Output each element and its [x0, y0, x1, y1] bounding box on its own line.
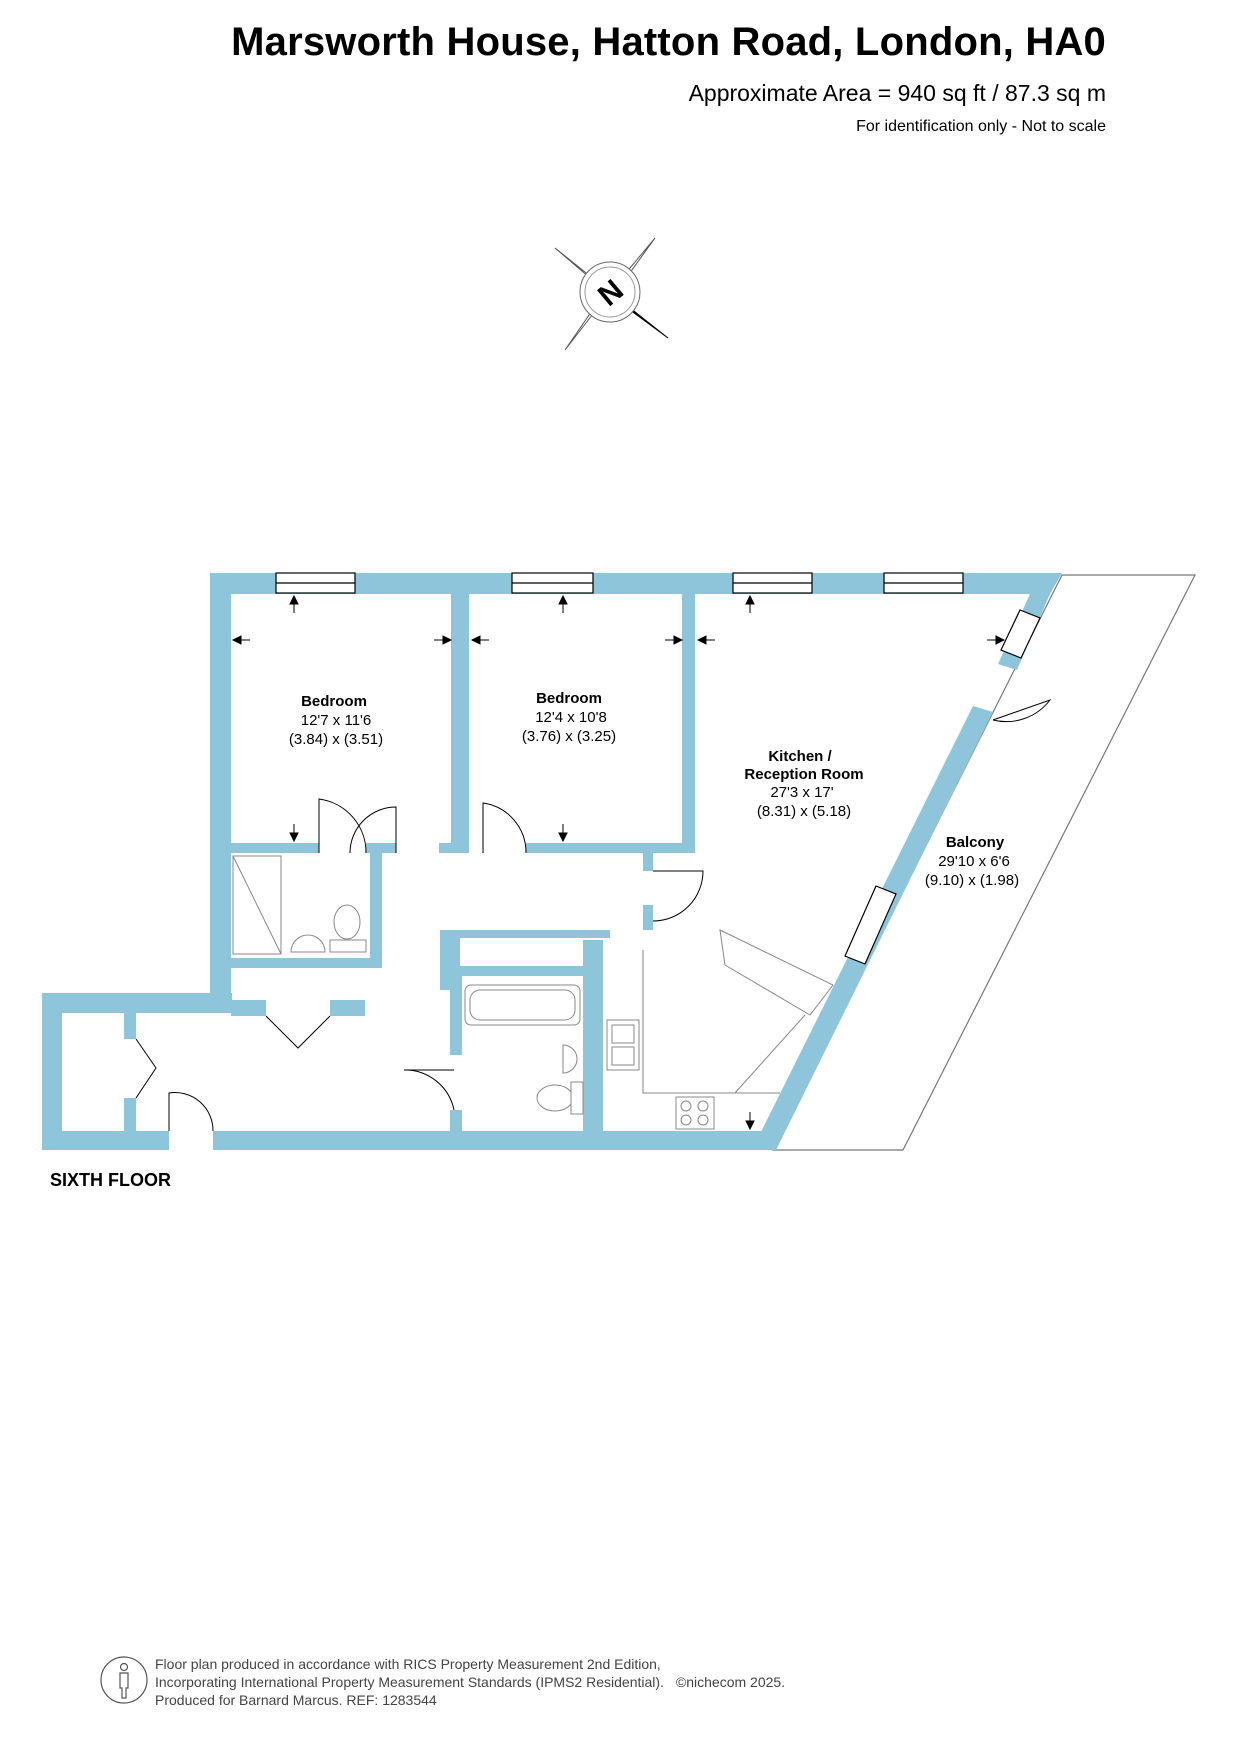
- kitchen-metric: (8.31) x (5.18): [757, 803, 851, 820]
- balcony-imperial: 29'10 x 6'6: [938, 853, 1010, 870]
- toilet: [333, 904, 361, 940]
- doors: [135, 698, 1052, 1132]
- room-label-balcony: Balcony 29'10 x 6'6 (9.10) x (1.98): [925, 834, 1019, 889]
- person-scale-icon: [100, 1656, 148, 1704]
- island-counter: [719, 929, 834, 1016]
- kitchen-counter: [642, 950, 780, 1094]
- walls: [42, 573, 1062, 1150]
- balcony-metric: (9.10) x (1.98): [925, 872, 1019, 889]
- bath-toilet: [536, 1084, 574, 1112]
- footer-line-2: Incorporating International Property Mea…: [155, 1674, 664, 1690]
- footer-line-2-row: Incorporating International Property Mea…: [155, 1673, 785, 1691]
- approximate-area: Approximate Area = 940 sq ft / 87.3 sq m: [688, 80, 1106, 106]
- balcony-name: Balcony: [946, 834, 1005, 851]
- bathroom-fixtures: [232, 855, 584, 1115]
- bedroom-1-name: Bedroom: [301, 693, 367, 710]
- bath-basin: [562, 1044, 578, 1074]
- room-label-bedroom-2: Bedroom 12'4 x 10'8 (3.76) x (3.25): [522, 690, 616, 745]
- identification-note: For identification only - Not to scale: [856, 118, 1106, 135]
- bedroom-2-metric: (3.76) x (3.25): [522, 728, 616, 745]
- floor-label: SIXTH FLOOR: [50, 1170, 171, 1190]
- room-label-bedroom-1: Bedroom 12'7 x 11'6 (3.84) x (3.51): [289, 693, 383, 748]
- compass-rose-icon: N: [554, 237, 669, 351]
- basin: [290, 934, 326, 953]
- kitchen-name-line1: Kitchen /: [768, 748, 832, 765]
- property-title: Marsworth House, Hatton Road, London, HA…: [231, 20, 1106, 64]
- measurement-arrows: [231, 594, 1006, 1131]
- bedroom-1-metric: (3.84) x (3.51): [289, 731, 383, 748]
- bedroom-2-imperial: 12'4 x 10'8: [535, 709, 607, 726]
- bedroom-2-name: Bedroom: [536, 690, 602, 707]
- footer-line-3: Produced for Barnard Marcus. REF: 128354…: [155, 1692, 437, 1708]
- footer-copyright: ©nichecom 2025.: [675, 1674, 786, 1690]
- footer-credits: Floor plan produced in accordance with R…: [155, 1655, 785, 1709]
- kitchen-name-line2: Reception Room: [744, 766, 863, 783]
- kitchen-imperial: 27'3 x 17': [770, 784, 833, 801]
- windows: [275, 572, 1041, 965]
- kitchen-fixtures: [606, 929, 834, 1130]
- bedroom-1-imperial: 12'7 x 11'6: [301, 712, 372, 729]
- footer-line-1: Floor plan produced in accordance with R…: [155, 1656, 661, 1672]
- hob: [675, 1096, 715, 1130]
- room-label-kitchen-reception: Kitchen / Reception Room 27'3 x 17' (8.3…: [744, 748, 863, 820]
